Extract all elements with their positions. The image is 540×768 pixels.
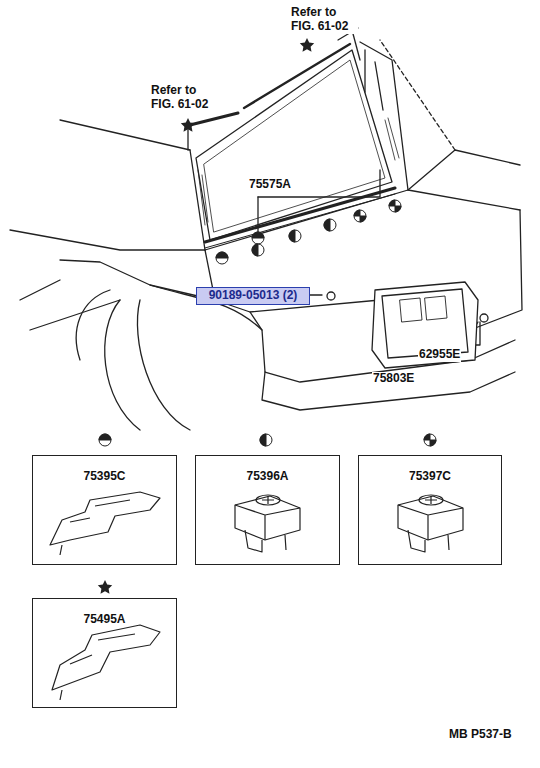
- part-number: 90189-05013 (2): [200, 289, 306, 303]
- part-number: 62955E: [418, 348, 461, 362]
- part-number: 75575A: [248, 178, 292, 192]
- detail-box: 75396A: [195, 455, 340, 565]
- part-number: MB P537-B: [448, 728, 513, 742]
- part-number: 75397C: [359, 470, 501, 484]
- detail-box: 75395C: [32, 455, 177, 565]
- part-number: 75495A: [33, 613, 176, 627]
- part-number: 75803E: [372, 372, 415, 386]
- detail-box: 75495A: [32, 598, 177, 708]
- reference-note: Refer to FIG. 61-02: [150, 84, 218, 112]
- reference-note: Refer to FIG. 61-02: [290, 6, 358, 34]
- detail-box: 75397C: [358, 455, 502, 565]
- highlighted-part-number: 90189-05013 (2): [196, 287, 310, 305]
- part-number: 75396A: [196, 470, 339, 484]
- part-number: 75395C: [33, 470, 176, 484]
